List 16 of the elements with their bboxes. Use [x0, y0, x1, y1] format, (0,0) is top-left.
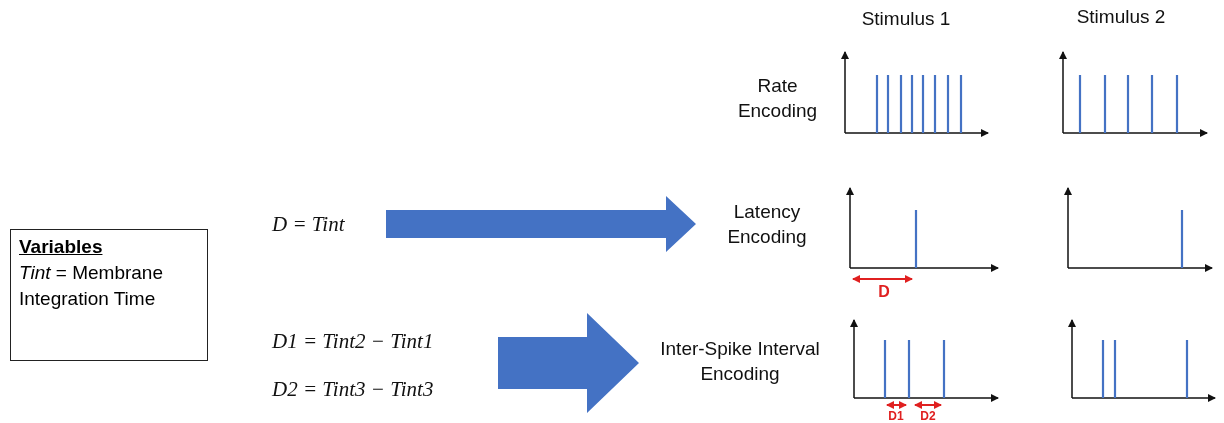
column-heading: Stimulus 2: [1075, 5, 1167, 29]
row-label: Rate Encoding: [730, 70, 825, 126]
dimension-label: D2: [919, 409, 937, 423]
equation: D2 = Tint3 − Tint3: [272, 373, 497, 405]
equation: D = Tint: [272, 208, 385, 240]
block-arrow: [498, 313, 639, 413]
row-label: Inter-Spike Interval Encoding: [640, 333, 840, 389]
dimension-label: D: [877, 282, 891, 302]
variables-box: [10, 229, 208, 361]
dimension-label: D1: [887, 409, 905, 423]
row-label: Latency Encoding: [697, 196, 837, 252]
column-heading: Stimulus 1: [860, 7, 952, 31]
equation: D1 = Tint2 − Tint1: [272, 325, 497, 357]
variable-definition: Tint = Membrane Integration Time: [19, 261, 164, 311]
block-arrow: [386, 196, 696, 252]
box-heading: Variables: [19, 235, 103, 259]
